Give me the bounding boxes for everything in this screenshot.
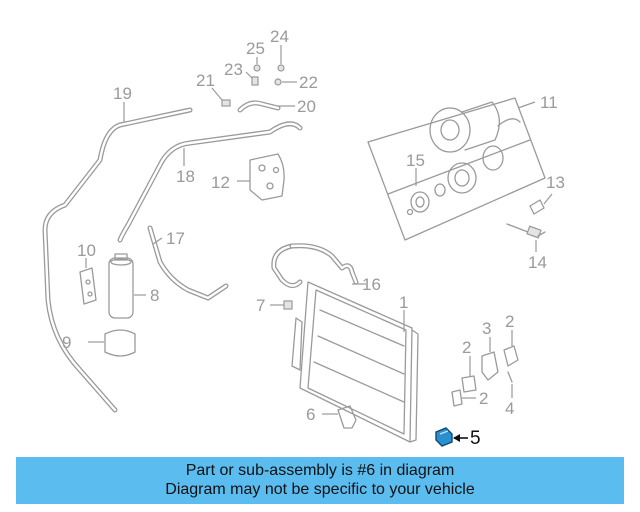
callout-17: 16: [362, 275, 381, 294]
callout-2a: 2: [462, 338, 471, 357]
callout-8: 7: [256, 296, 265, 315]
callout-21: 20: [297, 97, 316, 116]
part-25-oring: [277, 64, 285, 72]
callout-16: 15: [406, 151, 425, 170]
callout-25: 24: [270, 27, 289, 46]
leader-14: [543, 193, 553, 205]
callout-6: 5: [470, 428, 481, 449]
callout-1: 1: [399, 293, 408, 312]
leader-24: [245, 71, 253, 79]
callout-5: 4: [505, 399, 514, 418]
part-2-bracket-b: [503, 345, 519, 367]
part-4-bracket: [481, 351, 499, 381]
callout-23: 22: [299, 73, 318, 92]
callout-12: 11: [540, 93, 558, 112]
callout-7: 6: [306, 405, 315, 424]
callout-4: 3: [482, 319, 491, 338]
part-3-isolator: [451, 389, 463, 407]
callout-19: 18: [176, 167, 195, 186]
part-20-hose: [42, 107, 193, 413]
part-19-hose: [117, 121, 303, 243]
callout-11: 10: [77, 241, 96, 260]
part-1-condenser: [291, 281, 419, 443]
callout-24: 23: [224, 60, 243, 79]
part-21-hose: [237, 100, 281, 113]
info-banner: Part or sub-assembly is #6 in diagram Di…: [16, 457, 624, 504]
part-12-compressor-assembly: [367, 97, 546, 241]
banner-line-1: Part or sub-assembly is #6 in diagram: [185, 462, 455, 479]
callout-26: 25: [246, 39, 265, 58]
part-23-oring: [274, 78, 282, 86]
part-10-drier-cap: [104, 329, 136, 357]
part-14-valve: [529, 199, 545, 215]
leader-18: [152, 237, 163, 245]
part-22-bolt: [221, 99, 231, 107]
callout-10: 9: [62, 333, 71, 352]
part-11-bracket: [79, 267, 97, 305]
leader-12: [517, 101, 536, 109]
callout-14: 13: [546, 173, 565, 192]
callout-2b: 2: [505, 312, 514, 331]
part-7-bracket: [337, 405, 357, 429]
leader-22: [211, 87, 223, 101]
callout-13: 12: [211, 173, 230, 192]
part-13-bracket: [249, 153, 285, 201]
part-6-highlighted[interactable]: [435, 427, 453, 447]
banner-line-2: Diagram may not be specific to your vehi…: [165, 481, 475, 498]
part-2-bracket-a: [461, 375, 477, 393]
part-15-sensor: [506, 223, 546, 239]
part-8-bolt: [283, 300, 293, 310]
part-9-receiver-drier: [108, 253, 134, 319]
callout-3: 2: [479, 389, 488, 408]
callout-18: 17: [166, 229, 185, 248]
callout-9: 8: [150, 286, 159, 305]
callout-22: 21: [196, 71, 215, 90]
part-26-oring: [253, 64, 261, 72]
leader-6-arrow: [453, 434, 468, 442]
part-18-hose: [147, 225, 229, 301]
parts-diagram: 19 18 20 21 23 25 24 22 12: [42, 27, 565, 449]
callout-20: 19: [113, 84, 132, 103]
callout-15: 14: [528, 253, 547, 272]
part-5-bolt: [507, 371, 513, 383]
part-17-hose: [271, 243, 359, 288]
part-24-clip: [251, 76, 259, 86]
